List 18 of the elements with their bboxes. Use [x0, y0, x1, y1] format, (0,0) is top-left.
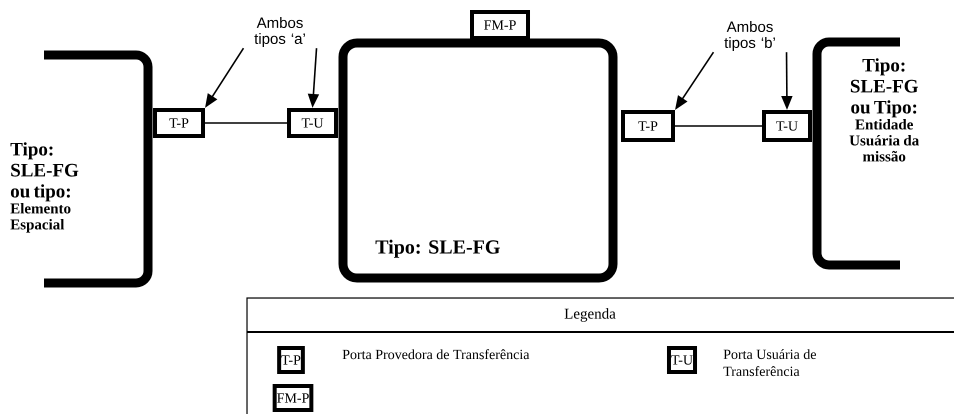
- legend-text: Porta Provedora de Transferência: [342, 349, 530, 360]
- connector-line: [205, 122, 287, 124]
- annotation-text: Ambos tipos ‘a’: [254, 17, 305, 47]
- port-box: FM-P: [470, 10, 530, 40]
- port-box: T-P: [621, 110, 675, 142]
- port-box: T-P: [153, 108, 205, 138]
- entity-bracket: Tipo: SLE-FG ou tipo: Elemento Espacial: [10, 50, 152, 288]
- legend-sample: FM-P: [272, 384, 314, 412]
- legend-sample: T-U: [666, 346, 698, 374]
- annotation-text: Ambos tipos ‘b’: [724, 21, 775, 51]
- legend-sample: T-P: [277, 346, 305, 374]
- port-box: T-U: [287, 108, 338, 138]
- port-box: T-U: [762, 110, 812, 142]
- entity-bracket: Tipo: SLE-FG ou Tipo: Entidade Usuária da missão: [812, 38, 919, 270]
- connector-line: [675, 125, 762, 127]
- legend-text: Porta Usuária de Transferência: [723, 349, 816, 376]
- entity-box: Tipo: SLE-FG: [338, 38, 618, 282]
- legend-title: Legenda: [564, 308, 616, 322]
